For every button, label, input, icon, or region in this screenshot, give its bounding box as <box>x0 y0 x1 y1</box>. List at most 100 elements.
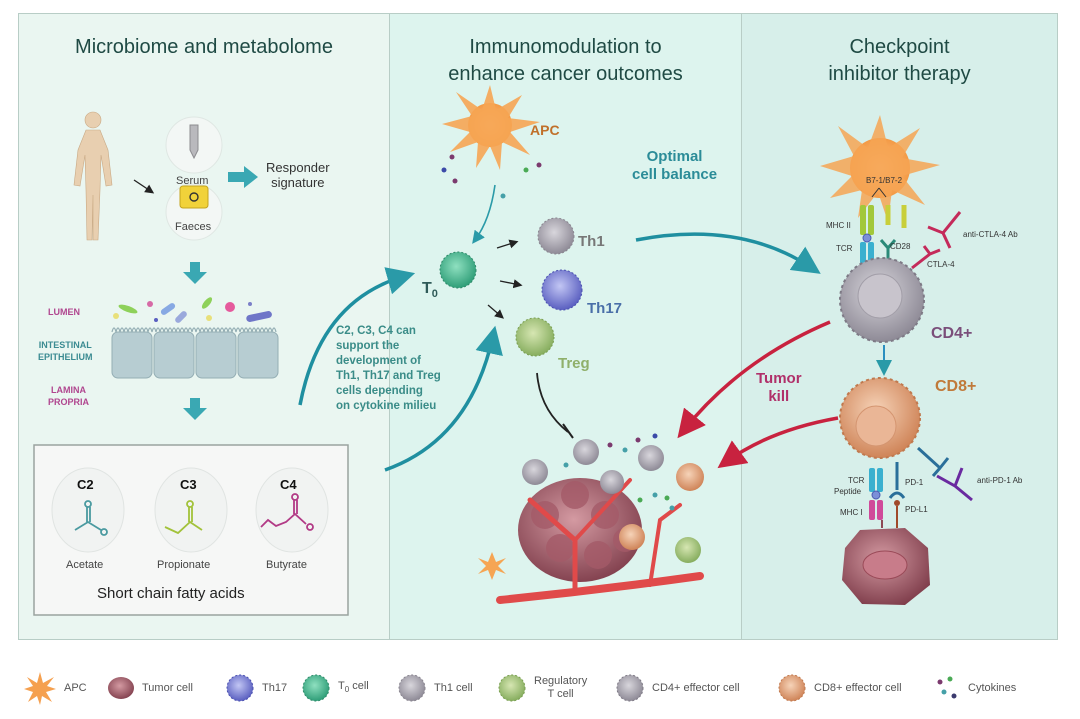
panel-title-checkpoint-1: Checkpoint <box>849 36 950 58</box>
apc-cell-icon <box>820 115 940 222</box>
legend-item-th1-cell: Th1 cell <box>396 668 473 708</box>
b7-label: B7-1/B7-2 <box>866 176 903 185</box>
legend-label: Cytokines <box>968 681 1017 694</box>
cd4-nucleus <box>857 273 903 319</box>
cd8-effector-icon <box>778 674 806 702</box>
legend-item-cytokines: Cytokines <box>934 668 1016 708</box>
arrow-apc-to-t0 <box>472 184 496 244</box>
treg-inhibition-line <box>536 372 569 433</box>
tcr-label: TCR <box>836 244 853 253</box>
legend-item-cd4-effector: CD4+ effector cell <box>614 668 740 708</box>
anti-ctla4-antibody-icon <box>927 211 962 249</box>
bacteria-icon <box>113 297 272 323</box>
responder-label-line1: Responder <box>266 160 330 175</box>
propionate-structure-icon <box>164 500 203 535</box>
optimal-balance-label: Optimal cell balance <box>632 148 717 184</box>
tumor-label: Tumor <box>756 370 802 387</box>
note-line: development of <box>336 355 421 367</box>
note-line: on cytokine milieu <box>336 400 437 412</box>
pd1-receptor <box>888 462 906 499</box>
acetate-structure-icon <box>74 500 108 536</box>
legend-label: T0 cell <box>338 680 369 696</box>
tumor-kill-label: Tumor kill <box>756 370 802 406</box>
ctla4-receptor <box>911 245 941 270</box>
th17-label: Th17 <box>587 300 623 317</box>
anti-pd1-antibody-icon <box>936 467 973 502</box>
mhc1-label: MHC I <box>840 508 863 517</box>
legend-label-line2: T cell <box>547 688 574 700</box>
legend-item-th17: Th17 <box>224 668 287 708</box>
ctla4-label: CTLA-4 <box>927 260 955 269</box>
peptide-label: Peptide <box>834 487 862 496</box>
pd1-receptor-2 <box>916 446 950 477</box>
cytokine-dots <box>441 154 542 199</box>
b7-ligand <box>885 205 907 228</box>
note-line: C2, C3, C4 can <box>336 325 416 337</box>
peptide-icon <box>871 490 881 500</box>
panel-title-microbiome: Microbiome and metabolome <box>75 36 333 58</box>
legend-label: Th17 <box>262 681 288 694</box>
microvilli <box>111 327 277 333</box>
panel-title-checkpoint-2: inhibitor therapy <box>828 63 971 85</box>
mhc2-receptor <box>860 205 874 235</box>
peptide-icon <box>862 233 872 243</box>
arrow-scfa-to-t0 <box>298 267 416 406</box>
cd8-cell-small <box>676 463 704 491</box>
cytokines-icon <box>937 676 957 699</box>
cd28-label: CD28 <box>890 242 911 251</box>
tcr-receptor-lower <box>869 468 883 492</box>
biohazard-symbol-icon <box>189 192 199 202</box>
note-line: support the <box>336 340 400 352</box>
arrow-down-icon <box>183 398 207 420</box>
th17-icon <box>226 674 254 702</box>
legend-label: APC <box>64 681 87 694</box>
scfa-code-c3: C3 <box>180 477 197 492</box>
arrow-cd4-tumor-kill <box>677 320 831 439</box>
treg-label: Treg <box>558 355 590 372</box>
tumor-nucleus <box>862 550 908 580</box>
mhc2-label: MHC II <box>826 221 851 230</box>
serum-tube-icon <box>189 124 199 160</box>
epithelium-label: EPITHELIUM <box>38 352 93 362</box>
propria-label: PROPRIA <box>48 397 90 407</box>
cell-balance-label: cell balance <box>632 166 718 183</box>
responder-label-line2: signature <box>271 175 325 190</box>
t0-letter: T <box>422 280 432 297</box>
cd4-cell-small <box>573 439 599 465</box>
th1-cell-icon <box>398 674 426 702</box>
legend-label: CD8+ effector cell <box>814 681 902 694</box>
th1-cell-icon <box>537 217 575 255</box>
anti-pd1-label: anti-PD-1 Ab <box>977 476 1023 485</box>
kill-label: kill <box>768 388 790 405</box>
cd4-cell-small <box>600 470 624 494</box>
arrow-t0-to-th17 <box>499 279 523 289</box>
inhibition-bar <box>562 423 574 439</box>
lumen-label: LUMEN <box>48 307 80 317</box>
cd4-label: CD4+ <box>931 325 973 342</box>
t0-letter: T <box>338 679 345 692</box>
note-line: Th1, Th17 and Treg <box>336 370 441 382</box>
t0-cell-icon <box>439 251 477 289</box>
t0-subscript: 0 <box>431 288 438 301</box>
cd4-effector-icon <box>616 674 644 702</box>
tumor-cell-icon <box>108 677 134 699</box>
cytokine-dots <box>563 433 675 511</box>
scfa-caption: Short chain fatty acids <box>97 585 245 602</box>
cd4-cell-small <box>522 459 548 485</box>
legend-label: Tumor cell <box>142 681 193 694</box>
arrow-to-checkpoint <box>635 232 821 274</box>
note-line: cells depending <box>336 385 423 397</box>
arrow-scfa-to-treg <box>384 325 503 472</box>
cd8-nucleus <box>855 405 897 447</box>
propionate-label: Propionate <box>157 559 211 571</box>
arrow-cd8-tumor-kill <box>717 416 839 469</box>
anti-ctla4-label: anti-CTLA-4 Ab <box>963 230 1018 239</box>
th1-label: Th1 <box>578 233 605 250</box>
th17-cell-icon <box>541 269 583 311</box>
treg-cell-icon <box>515 317 555 357</box>
legend-item-t0-cell: T0 cell <box>300 668 369 708</box>
t0-subscript: 0 <box>344 685 350 695</box>
responder-signature-label: Responder signature <box>266 160 330 190</box>
